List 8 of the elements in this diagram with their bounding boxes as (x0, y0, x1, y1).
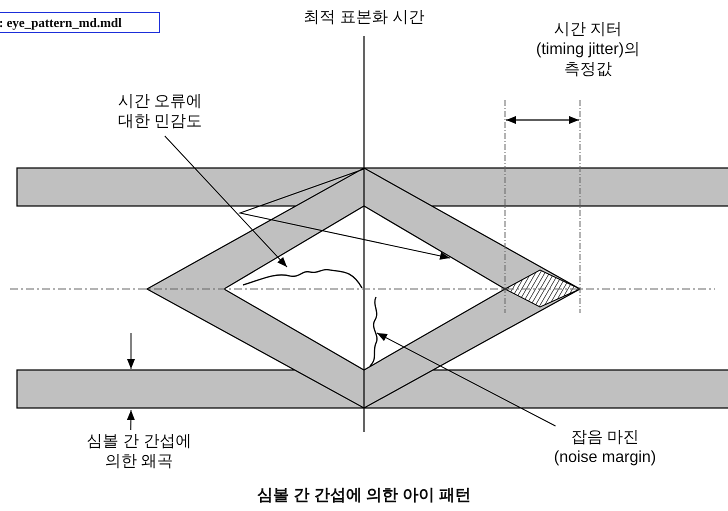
leader-line (164, 136, 288, 268)
annotation-text: 잡음 마진 (noise margin) (550, 428, 660, 468)
annotation-text: 시간 오류에 대한 민감도 (112, 92, 208, 132)
leader-line (126, 410, 135, 430)
caption: 심볼 간 간섭에 의한 아이 패턴 (256, 486, 472, 506)
file-name-box: : eye_pattern_md.mdl (0, 12, 160, 33)
annotation-text: 심볼 간 간섭에 의한 왜곡 (80, 432, 198, 472)
leader-line (376, 332, 556, 426)
